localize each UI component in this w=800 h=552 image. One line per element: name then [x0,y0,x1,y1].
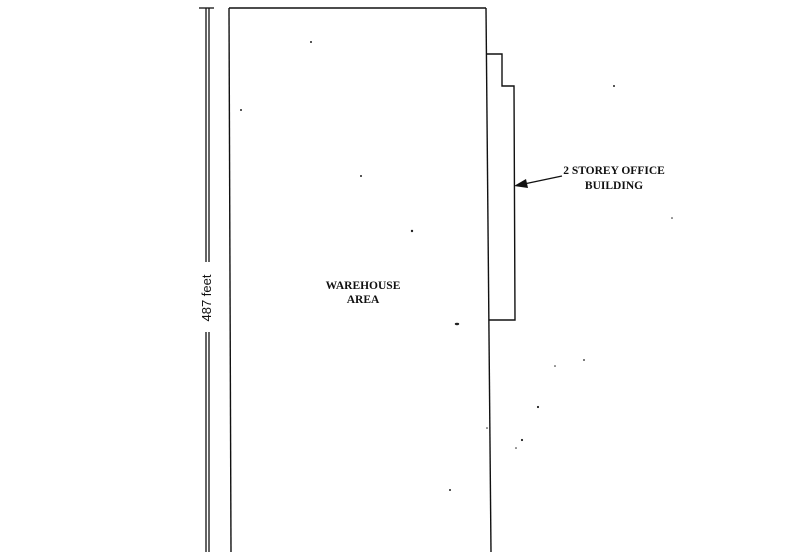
scan-specks [240,41,673,491]
warehouse-outline [228,7,492,552]
warehouse-label-line2: AREA [347,294,380,306]
office-label-line1: 2 STOREY OFFICE [563,165,665,177]
dimension-label: 487 feet [199,274,214,321]
office-label-line2: BUILDING [585,180,643,192]
office-building-outline [487,53,516,321]
warehouse-label-line1: WAREHOUSE [326,280,401,292]
office-pointer-arrow [514,175,563,188]
dimension-label-gap [198,262,216,332]
